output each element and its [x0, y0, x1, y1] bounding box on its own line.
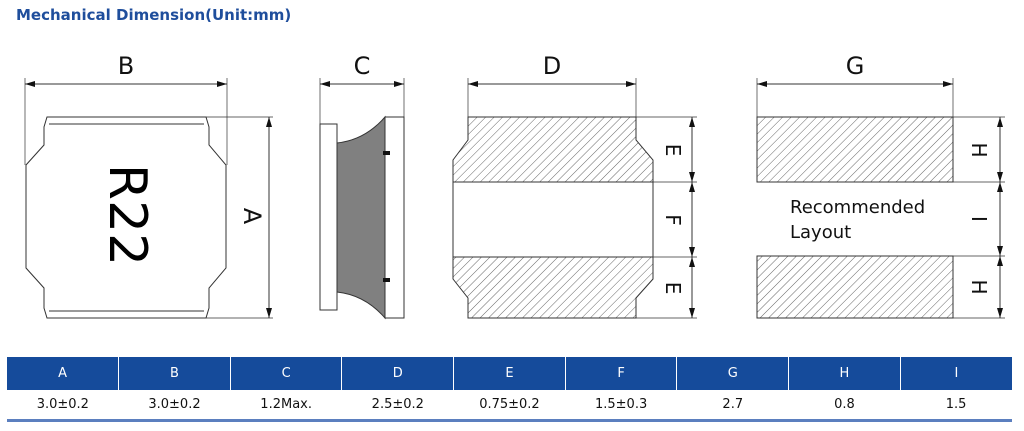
table-cell: 0.75±0.2: [479, 397, 540, 412]
table-header: E: [453, 357, 566, 390]
table-cell: 1.5: [945, 397, 967, 412]
table-header: G: [676, 357, 789, 390]
table-header: A: [7, 357, 119, 390]
side-view: [319, 78, 405, 320]
table-cell: 3.0±0.2: [36, 397, 89, 412]
dim-label-h-bottom: H: [967, 279, 991, 294]
dim-label-c: C: [354, 52, 371, 80]
table-cell: 3.0±0.2: [148, 397, 201, 412]
dim-label-e-bottom: E: [661, 282, 685, 295]
table-row: 3.0±0.2 3.0±0.2 1.2Max. 2.5±0.2 0.75±0.2…: [7, 390, 1012, 421]
dim-label-b: B: [118, 52, 134, 80]
recommended-layout: [756, 78, 1005, 319]
table-cell: 1.2Max.: [260, 397, 312, 412]
dim-label-g: G: [846, 52, 865, 80]
table-header: F: [564, 357, 677, 390]
part-marking: R22: [97, 164, 157, 266]
section-title: Mechanical Dimension(Unit:mm): [16, 6, 292, 24]
dim-label-h-top: H: [967, 142, 991, 157]
table-header: H: [788, 357, 901, 390]
recommended-label-line2: Layout: [790, 222, 851, 243]
table-cell: 1.5±0.3: [594, 397, 648, 412]
table-cell: 2.5±0.2: [371, 397, 424, 412]
recommended-label-line1: Recommended: [790, 197, 925, 218]
dim-label-a: A: [238, 208, 266, 225]
mechanical-drawing: B C D G A R22 E F E H I H Recommended La…: [24, 52, 1005, 320]
table-header: I: [899, 357, 1012, 390]
table-header: D: [341, 357, 454, 390]
dim-label-d: D: [543, 52, 561, 80]
table-header: B: [118, 357, 231, 390]
dim-label-f: F: [661, 214, 685, 226]
top-view: [24, 78, 273, 319]
dim-label-i: I: [967, 216, 991, 222]
table-cell: 0.8: [834, 397, 855, 412]
bottom-view: [452, 78, 697, 319]
table-cell: 2.7: [722, 397, 744, 412]
dim-label-e-top: E: [661, 144, 685, 157]
table-header-row: A B C D E F G H I: [7, 357, 1012, 390]
table-header: C: [229, 357, 342, 390]
dimension-table: A B C D E F G H I 3.0±0.2 3.0±0.2 1.2Max…: [7, 357, 1012, 422]
